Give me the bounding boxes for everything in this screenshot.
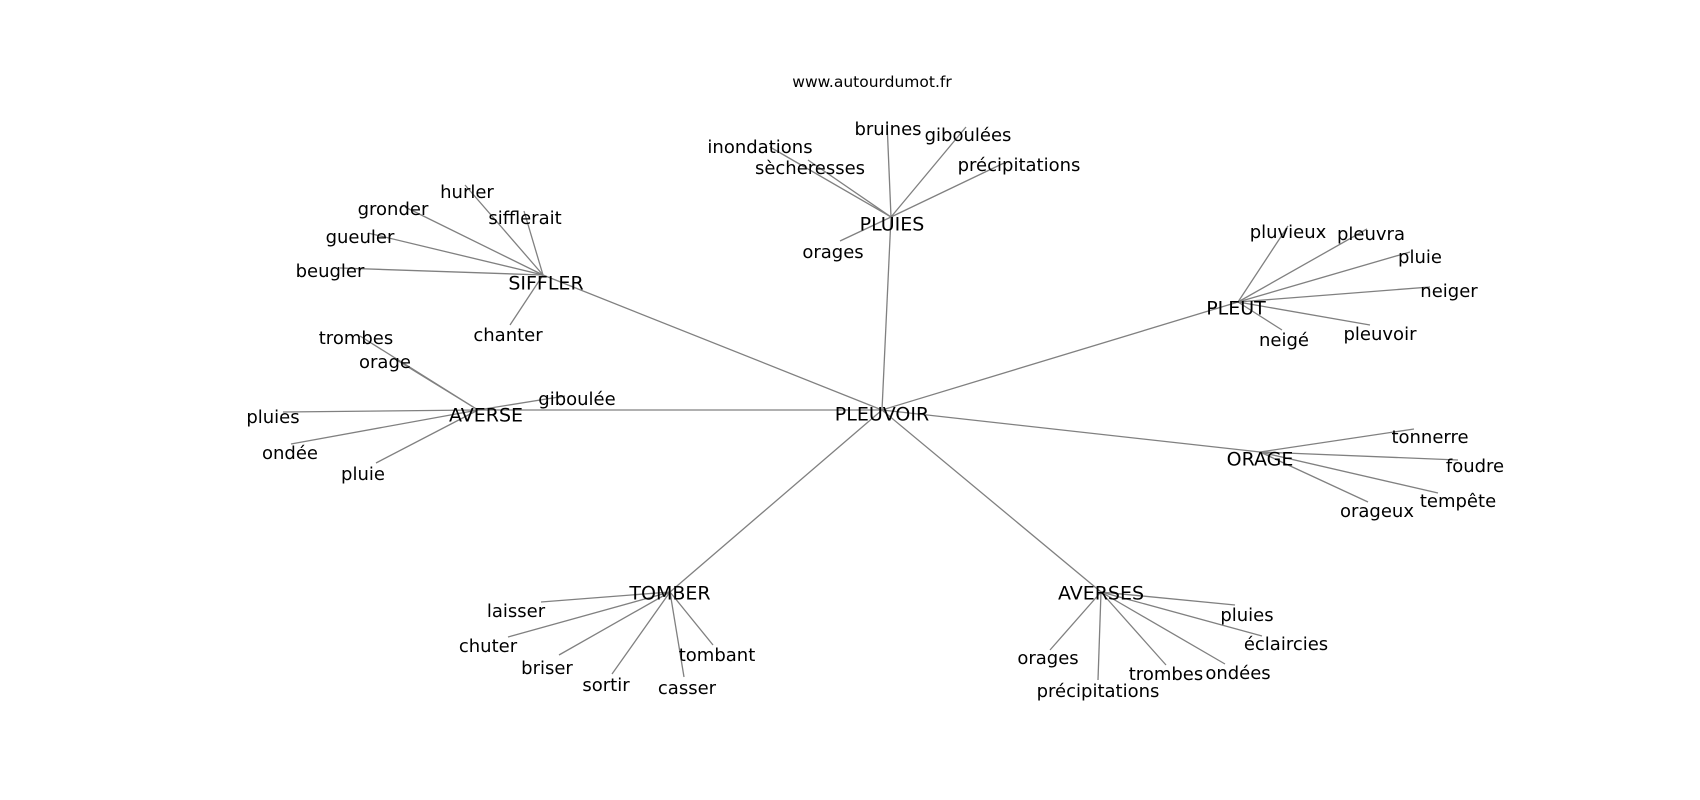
hub-to-word-edge (769, 146, 892, 218)
related-word-label: neiger (1420, 281, 1478, 302)
hub-to-word-edge (1100, 591, 1236, 606)
hub-to-word-edge (890, 162, 1005, 218)
hub-to-word-edge (1259, 428, 1415, 453)
related-word-label: giboulées (925, 125, 1012, 146)
related-word-label: trombes (1129, 664, 1204, 685)
hub-to-word-edge (1237, 286, 1431, 303)
hub-to-word-edge (282, 409, 479, 413)
hub-to-word-edge (1259, 451, 1459, 461)
hub-to-word-edge (1049, 591, 1102, 651)
hub-to-word-edge (611, 591, 671, 675)
hub-to-word-edge (1237, 228, 1368, 303)
hub-to-word-edge (404, 206, 544, 276)
hub-to-word-edge (1237, 251, 1411, 303)
hub-to-word-edge (1100, 591, 1263, 637)
hub-to-word-edge (890, 126, 967, 218)
hub-to-word-edge (339, 267, 544, 276)
related-word-label: bruines (854, 119, 921, 140)
related-word-label: pluies (1220, 605, 1273, 626)
related-word-label: laisser (487, 601, 546, 622)
hub-to-word-edge (886, 121, 892, 218)
hub-to-word-edge (1097, 591, 1102, 681)
hub-to-word-edge (1100, 591, 1167, 666)
related-word-label: briser (521, 658, 573, 679)
hub-word-label: AVERSE (449, 405, 523, 427)
hub-to-word-edge (290, 409, 479, 445)
related-word-label: orages (1017, 648, 1078, 669)
related-word-label: tonnerre (1391, 427, 1468, 448)
hub-to-word-edge (507, 591, 671, 638)
hub-to-word-edge (464, 184, 544, 276)
hub-to-word-edge (558, 591, 671, 656)
related-word-label: pluies (246, 407, 299, 428)
related-word-label: hurler (440, 182, 494, 203)
related-word-label: inondations (707, 137, 812, 158)
related-word-label: sortir (582, 675, 630, 696)
related-word-label: tempête (1420, 491, 1496, 512)
related-word-label: orage (359, 352, 411, 373)
hub-word-label: TOMBER (628, 583, 710, 605)
related-word-label: chuter (459, 636, 518, 657)
hub-to-word-edge (669, 591, 685, 678)
related-word-label: pleuvoir (1344, 324, 1418, 345)
related-word-label: sifflerait (488, 208, 561, 229)
related-word-label: précipitations (1037, 681, 1160, 702)
center-to-hub-edge (881, 216, 892, 411)
related-word-label: beugler (296, 261, 365, 282)
hub-to-word-edge (477, 395, 566, 411)
center-to-hub-edge (542, 274, 883, 411)
hub-to-word-edge (1237, 301, 1371, 326)
related-word-label: tombant (679, 645, 756, 666)
hub-to-word-edge (807, 159, 892, 218)
related-word-label: gronder (358, 199, 429, 220)
hub-word-label: PLUIES (860, 214, 925, 236)
hub-to-word-edge (839, 216, 892, 242)
hub-word-label: ORAGE (1227, 449, 1294, 471)
center-word-label: PLEUVOIR (835, 404, 929, 426)
related-word-label: ondée (262, 443, 318, 464)
related-word-label: éclaircies (1244, 634, 1328, 655)
hub-to-word-edge (1237, 301, 1283, 331)
hub-to-word-edge (394, 358, 479, 411)
graph-edges (282, 121, 1459, 681)
related-word-label: orages (802, 242, 863, 263)
hub-to-word-edge (669, 591, 714, 646)
hub-to-word-edge (509, 274, 544, 326)
related-word-label: trombes (319, 328, 394, 349)
hub-to-word-edge (375, 409, 479, 464)
related-word-label: chanter (473, 325, 543, 346)
related-word-label: pluie (341, 464, 385, 485)
related-word-label: pluie (1398, 247, 1442, 268)
center-to-hub-edge (881, 409, 1261, 453)
site-watermark: www.autourdumot.fr (792, 73, 952, 91)
hub-to-word-edge (1100, 591, 1226, 665)
related-word-label: casser (658, 678, 717, 699)
hub-to-word-edge (1259, 451, 1439, 494)
related-word-label: gueuler (326, 227, 395, 248)
hub-to-word-edge (1259, 451, 1369, 503)
related-word-label: foudre (1446, 456, 1504, 477)
related-word-label: giboulée (538, 389, 615, 410)
related-word-label: ondées (1205, 663, 1270, 684)
hub-word-label: SIFFLER (508, 273, 583, 295)
related-word-label: orageux (1340, 501, 1414, 522)
related-word-label: pleuvra (1337, 224, 1405, 245)
hub-word-label: PLEUT (1206, 298, 1266, 320)
related-word-label: précipitations (958, 155, 1081, 176)
center-to-hub-edge (669, 409, 883, 593)
related-word-label: neigé (1259, 330, 1309, 351)
hub-to-word-edge (367, 232, 544, 276)
hub-to-word-edge (1237, 225, 1289, 303)
center-to-hub-edge (881, 301, 1239, 411)
hub-word-label: AVERSES (1058, 583, 1144, 605)
center-to-hub-edge (881, 409, 1102, 593)
related-word-label: pluvieux (1250, 222, 1327, 243)
hub-to-word-edge (523, 210, 544, 276)
hub-to-word-edge (540, 591, 671, 603)
related-word-label: sècheresses (755, 158, 865, 179)
